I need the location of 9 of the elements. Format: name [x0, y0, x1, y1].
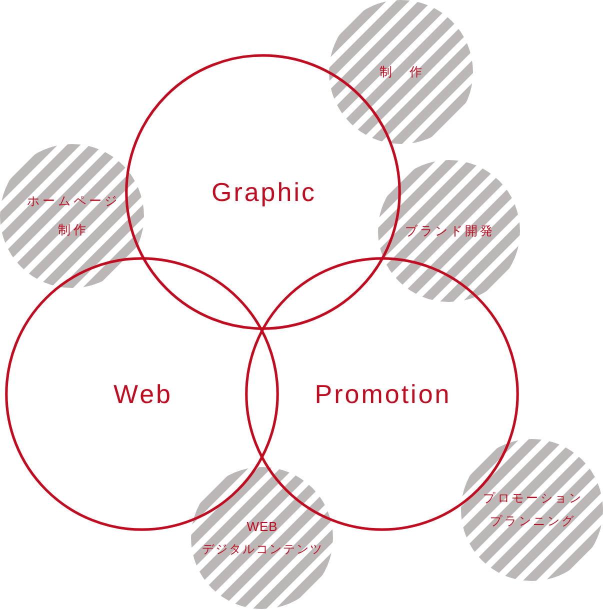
service-label: ブランド開発: [404, 223, 495, 240]
service-label: WEB: [246, 518, 278, 536]
service-label: デジタルコンテンツ: [201, 541, 324, 558]
circle-label: Graphic: [210, 177, 317, 207]
service-label: ホームページ制作: [26, 193, 121, 239]
circle-label: Web: [112, 379, 172, 409]
service-label: 制 作: [378, 64, 424, 81]
service-label: プロモーションプランニング: [482, 490, 584, 530]
circle-label: Promotion: [314, 379, 452, 409]
